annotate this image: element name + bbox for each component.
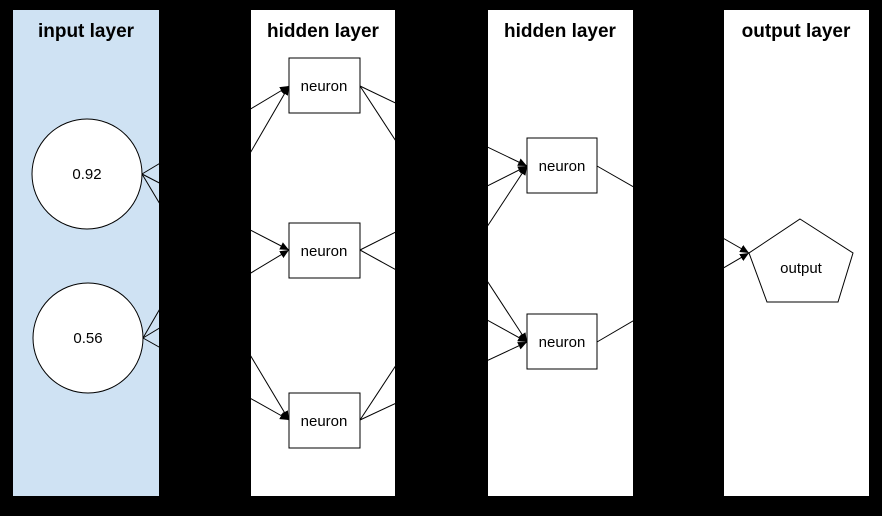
input-layer-title: input layer [38, 21, 135, 42]
hidden1-neuron-1 [288, 57, 361, 114]
output-layer-title: output layer [742, 21, 851, 42]
hidden-layer-1-title: hidden layer [267, 21, 380, 42]
input-node-2-label: 0.56 [73, 330, 102, 347]
hidden1-neuron-2-label: neuron [301, 243, 348, 260]
output-node-label: output [780, 260, 823, 277]
input-layer-panel: input layer [13, 10, 159, 496]
hidden2-neuron-2-label: neuron [539, 334, 586, 351]
output-node-group: output [748, 218, 854, 303]
hidden1-neuron-1-label: neuron [301, 78, 348, 95]
input-node-2 [32, 282, 144, 394]
hidden2-neuron-2 [526, 313, 598, 370]
hidden-layer-1-nodes: neuron neuron neuron [288, 57, 361, 449]
hidden1-neuron-2 [288, 222, 361, 279]
hidden1-neuron-3-label: neuron [301, 413, 348, 430]
hidden-layer-2-title: hidden layer [504, 21, 617, 42]
hidden2-neuron-1-label: neuron [539, 158, 586, 175]
input-node-1-label: 0.92 [72, 166, 101, 183]
hidden1-neuron-3 [288, 392, 361, 449]
input-node-1 [31, 118, 143, 230]
panel-gap-mask [633, 0, 724, 516]
hidden-layer-2-background [488, 10, 633, 496]
hidden-layer-2-panel: hidden layer [488, 10, 633, 496]
input-nodes: 0.92 0.56 [31, 118, 144, 394]
panel-gap-masks [159, 0, 724, 516]
panel-gap-mask [159, 0, 251, 516]
panel-gap-mask [395, 0, 488, 516]
hidden-layer-2-nodes: neuron neuron [526, 137, 598, 370]
output-node [748, 218, 854, 303]
input-layer-background [13, 10, 159, 496]
hidden2-neuron-1 [526, 137, 598, 194]
